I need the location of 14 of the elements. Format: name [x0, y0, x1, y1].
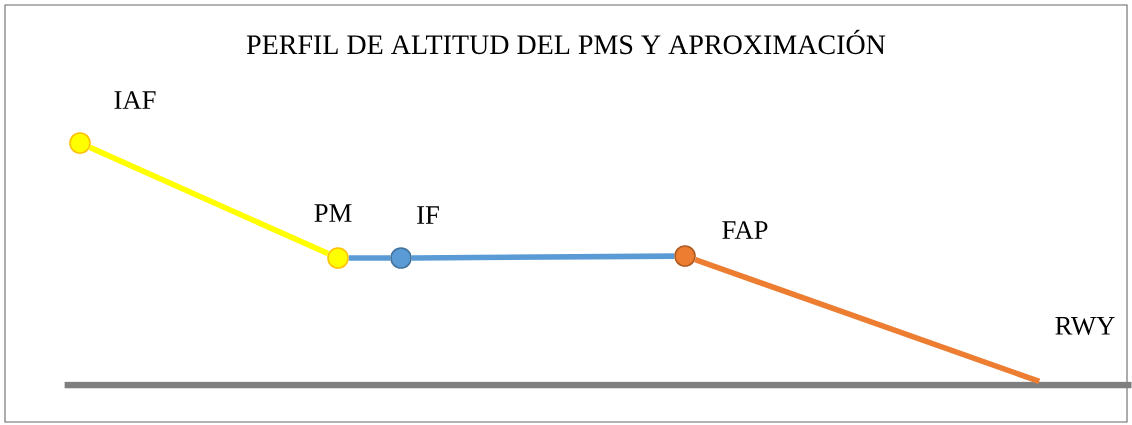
point-label: IAF [114, 91, 156, 109]
point-marker [674, 245, 696, 267]
line-segment [88, 144, 330, 257]
point-marker [69, 132, 91, 154]
title: PERFIL DE ALTITUD DEL PMS Y APROXIMACIÓN [246, 29, 886, 55]
point-label: PM [314, 204, 352, 222]
line-segment [694, 256, 1041, 385]
point-label: FAP [722, 221, 768, 239]
point-label: IF [417, 206, 439, 224]
point-marker [327, 247, 349, 269]
line-segment [348, 255, 391, 261]
line-segment [411, 253, 675, 261]
point-label: RWY [1055, 317, 1115, 335]
point-marker [390, 247, 412, 269]
